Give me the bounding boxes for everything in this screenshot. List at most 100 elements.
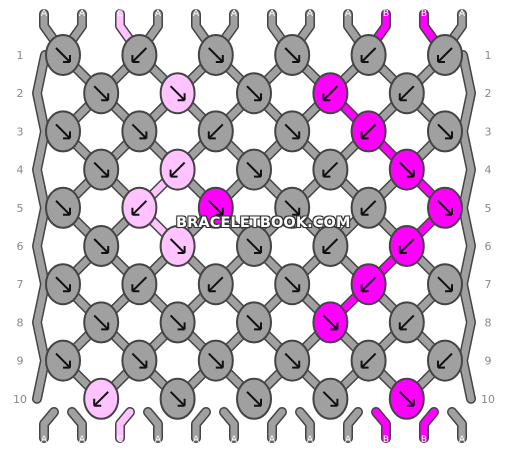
bottom-string-label: A	[41, 435, 48, 445]
arrow-head-icon	[131, 55, 140, 63]
knot[interactable]	[274, 110, 311, 153]
top-string-end	[192, 10, 210, 44]
top-string-end	[296, 10, 314, 44]
knot[interactable]	[45, 339, 81, 382]
knot[interactable]	[159, 225, 196, 267]
knot[interactable]	[236, 148, 272, 191]
knot[interactable]	[388, 377, 425, 420]
knot[interactable]	[121, 186, 158, 229]
knot[interactable]	[350, 263, 387, 306]
knot[interactable]	[236, 377, 272, 420]
knot[interactable]	[197, 339, 234, 382]
knot[interactable]	[312, 301, 349, 344]
arrow-head-icon	[445, 284, 453, 293]
knot[interactable]	[427, 339, 463, 382]
knot[interactable]	[274, 34, 311, 76]
arrow-down-left-icon	[131, 47, 148, 63]
knot[interactable]	[121, 339, 158, 382]
arrow-down-right-icon	[246, 161, 262, 178]
arrow-head-icon	[215, 360, 224, 369]
knot[interactable]	[312, 377, 349, 420]
knot[interactable]	[45, 263, 81, 306]
top-string-label: A	[231, 9, 238, 19]
knot[interactable]	[159, 72, 196, 115]
arrow-head-icon	[101, 246, 110, 254]
arrow-head-icon	[63, 284, 71, 293]
knot[interactable]	[197, 263, 234, 306]
knot[interactable]	[236, 72, 272, 115]
arrow-head-icon	[101, 322, 110, 331]
knot[interactable]	[312, 72, 349, 115]
top-string-end	[220, 10, 238, 44]
knot[interactable]	[159, 377, 196, 420]
arrow-head-icon	[215, 55, 224, 63]
arrow-head-icon	[254, 93, 262, 102]
arrow-down-right-icon	[284, 276, 300, 292]
arrow-down-left-icon	[322, 238, 339, 254]
knot[interactable]	[388, 148, 425, 191]
knot[interactable]	[83, 72, 120, 115]
knot[interactable]	[427, 34, 463, 76]
arrow-down-right-icon	[55, 47, 71, 63]
knot[interactable]	[312, 225, 349, 267]
knot[interactable]	[83, 377, 120, 420]
arrow-head-icon	[360, 55, 369, 63]
knot[interactable]	[83, 148, 120, 191]
top-string-label: A	[269, 9, 276, 19]
knot[interactable]	[427, 263, 463, 306]
arrow-head-icon	[63, 207, 71, 216]
knot[interactable]	[45, 186, 81, 229]
top-string-end	[372, 10, 390, 44]
knot[interactable]	[274, 186, 311, 229]
arrow-head-icon	[360, 284, 369, 293]
row-number-left: 5	[17, 202, 24, 215]
knot[interactable]	[121, 34, 158, 76]
knot[interactable]	[236, 301, 272, 344]
arrow-head-icon	[445, 207, 453, 216]
knot[interactable]	[388, 72, 425, 115]
arrow-head-icon	[254, 398, 262, 407]
knot[interactable]	[312, 148, 349, 191]
arrow-head-icon	[177, 93, 186, 102]
knot[interactable]	[197, 34, 234, 76]
knot[interactable]	[388, 301, 425, 344]
knot[interactable]	[83, 301, 120, 344]
knot[interactable]	[197, 186, 234, 229]
arrow-head-icon	[360, 131, 369, 140]
knot[interactable]	[45, 34, 81, 76]
knot[interactable]	[83, 225, 120, 267]
knot[interactable]	[274, 263, 311, 306]
arrow-head-icon	[437, 55, 445, 63]
top-string-label: A	[155, 9, 162, 19]
knot[interactable]	[350, 186, 387, 229]
arrow-down-right-icon	[322, 314, 339, 331]
arrow-down-right-icon	[55, 123, 71, 140]
knot[interactable]	[121, 263, 158, 306]
knot[interactable]	[121, 110, 158, 153]
bottom-string-end	[68, 408, 86, 442]
knot[interactable]	[159, 148, 196, 191]
knot[interactable]	[274, 339, 311, 382]
knot[interactable]	[388, 225, 425, 267]
arrow-down-left-icon	[360, 276, 377, 292]
knot[interactable]	[45, 110, 81, 153]
knot[interactable]	[350, 34, 387, 76]
arrow-down-right-icon	[246, 314, 262, 331]
knot[interactable]	[159, 301, 196, 344]
top-string-label: B	[383, 9, 389, 19]
top-string-end	[68, 10, 86, 44]
top-string-label: A	[307, 9, 314, 19]
arrow-down-right-icon	[322, 391, 339, 407]
bottom-string-label: A	[231, 435, 238, 445]
knot[interactable]	[350, 339, 387, 382]
knot[interactable]	[350, 110, 387, 153]
knot[interactable]	[427, 110, 463, 153]
watermark: BRACELETBOOK.COM	[176, 215, 351, 231]
knot[interactable]	[427, 186, 463, 229]
knot[interactable]	[197, 110, 234, 153]
knot[interactable]	[236, 225, 272, 267]
arrow-down-right-icon	[93, 85, 109, 101]
arrow-down-right-icon	[93, 238, 109, 254]
bottom-string-end	[192, 408, 210, 442]
arrow-down-left-icon	[322, 161, 339, 178]
